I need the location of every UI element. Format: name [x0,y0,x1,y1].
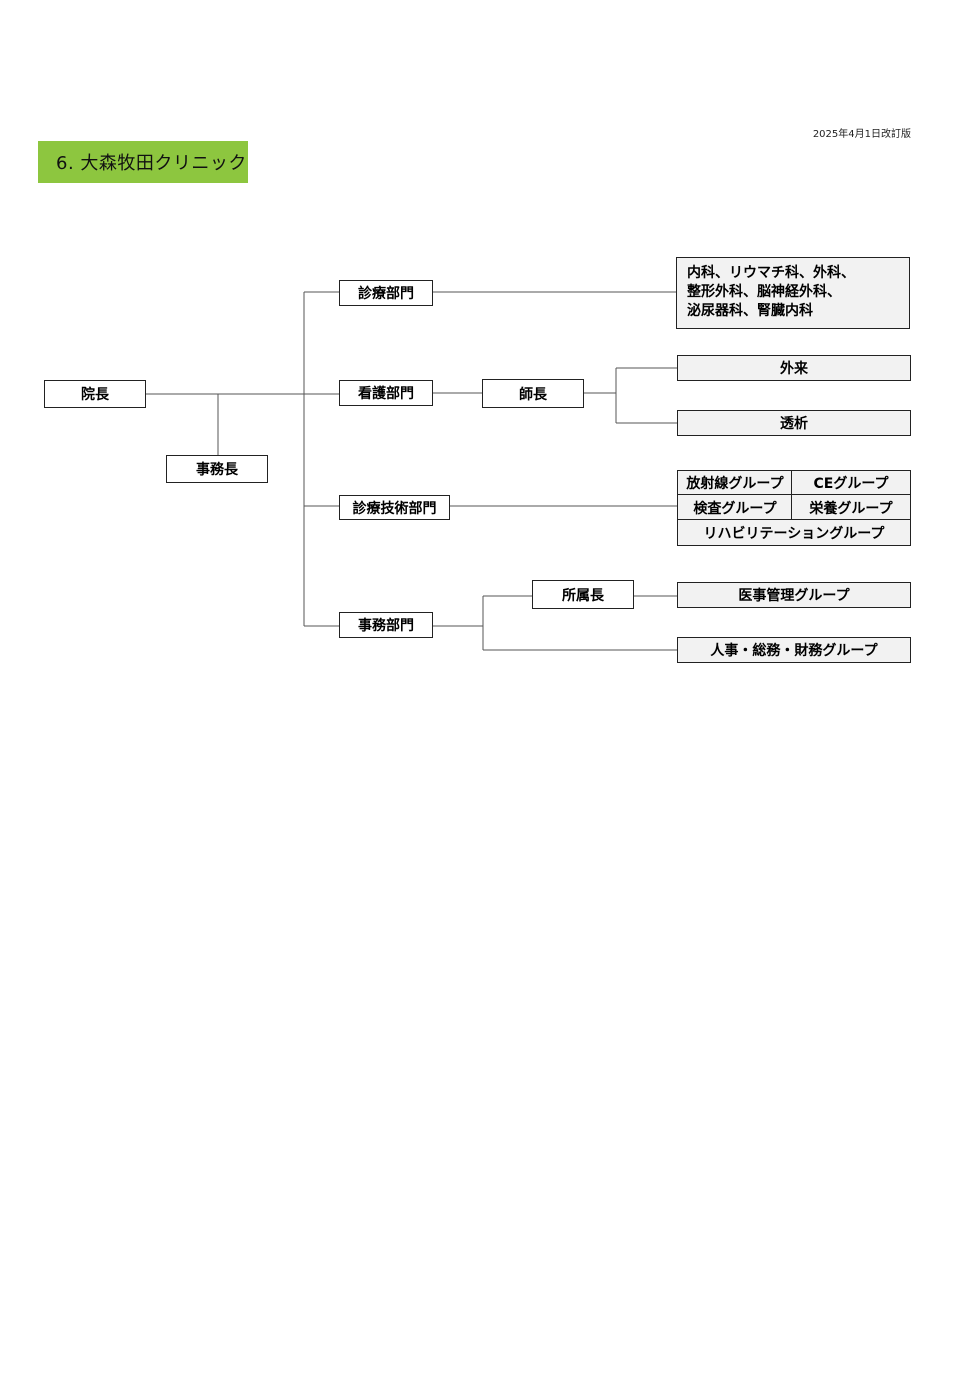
medical-unit-line: 整形外科、脳神経外科、 [687,284,841,300]
dept-medical-label: 診療部門 [358,286,414,302]
medical-unit-line: 内科、リウマチ科、外科、 [687,265,855,281]
nursing-unit-dialysis: 透析 [677,410,911,436]
group-label: 人事・総務・財務グループ [710,643,878,659]
group-rehabilitation: リハビリテーショングループ [677,519,911,546]
medical-units-box: 内科、リウマチ科、外科、 整形外科、脳神経外科、 泌尿器科、腎臓内科 [676,257,910,329]
nursing-unit-label: 外来 [780,361,808,377]
group-radiology: 放射線グループ [677,470,793,496]
director-label: 院長 [81,387,109,403]
head-nurse-box: 師長 [482,379,584,408]
dept-nursing-box: 看護部門 [339,380,433,406]
group-hr-general-finance: 人事・総務・財務グループ [677,637,911,663]
dept-admin-label: 事務部門 [358,618,414,634]
dept-technical-label: 診療技術部門 [352,500,437,517]
group-nutrition: 栄養グループ [791,494,911,521]
dept-admin-box: 事務部門 [339,612,433,638]
group-label: CEグループ [813,476,889,492]
admin-manager-label: 事務長 [196,462,238,478]
nursing-unit-outpatient: 外来 [677,355,911,381]
affiliate-head-box: 所属長 [532,580,634,609]
affiliate-head-label: 所属長 [562,587,604,604]
admin-manager-box: 事務長 [166,455,268,483]
group-label: リハビリテーショングループ [703,525,885,542]
group-label: 医事管理グループ [738,588,850,604]
dept-nursing-label: 看護部門 [358,386,414,402]
group-label: 放射線グループ [686,476,784,492]
group-label: 検査グループ [693,500,777,517]
medical-unit-line: 泌尿器科、腎臓内科 [687,303,813,319]
group-laboratory: 検査グループ [677,494,793,521]
group-label: 栄養グループ [809,500,893,517]
head-nurse-label: 師長 [519,386,547,403]
page-title: 6. 大森牧田クリニック [56,153,247,174]
revision-date: 2025年4月1日改訂版 [812,129,911,140]
nursing-unit-label: 透析 [780,416,808,432]
dept-medical-box: 診療部門 [339,280,433,306]
group-ce: CEグループ [791,470,911,496]
section-title-bar: 6. 大森牧田クリニック [38,141,248,183]
director-box: 院長 [44,380,146,408]
group-medical-admin: 医事管理グループ [677,582,911,608]
dept-technical-box: 診療技術部門 [339,495,450,520]
